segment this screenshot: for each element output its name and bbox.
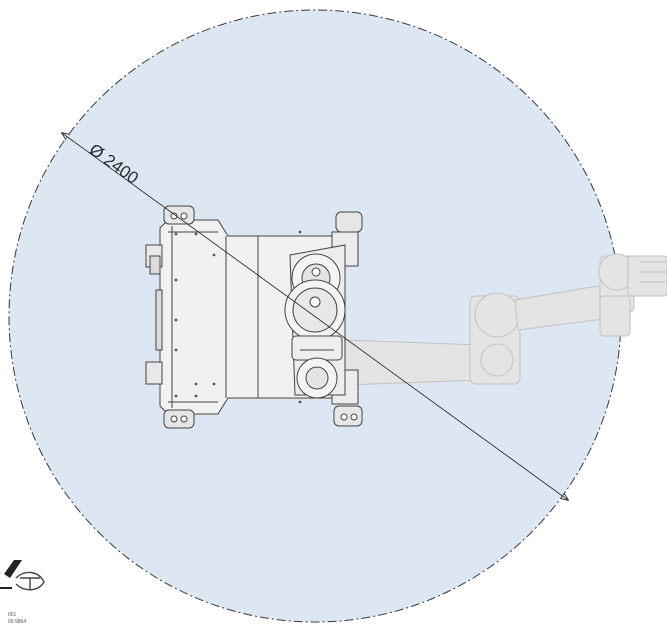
robot-arm-base — [284, 244, 346, 399]
diameter-dimension-line — [62, 133, 568, 500]
certification-seal-icon — [0, 560, 45, 591]
logo-line-2: 00 9864 — [8, 619, 26, 625]
logo-line-1: 001 — [8, 612, 17, 618]
